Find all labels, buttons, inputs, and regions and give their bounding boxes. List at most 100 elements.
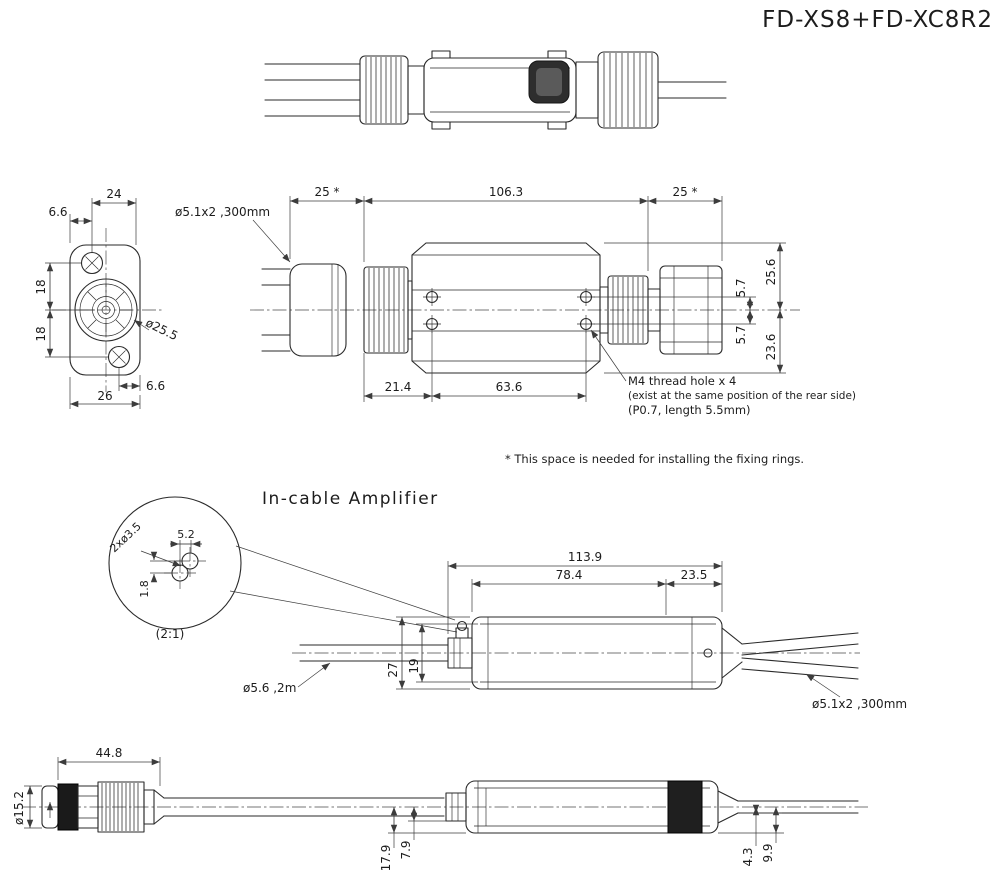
detail-holes-leader <box>140 550 182 567</box>
top-display-window-inner <box>536 68 562 96</box>
detail-view: 5.2 2xø3.5 1.8 (2:1) <box>107 496 458 641</box>
amp-dim-ext <box>447 561 723 634</box>
top-right-nut-knurl <box>603 53 653 127</box>
side-boot-lines <box>331 264 339 356</box>
plug-taper <box>153 789 165 825</box>
plug-collar-lines <box>78 795 98 819</box>
dim-front-upper-height: 18 <box>34 279 48 294</box>
plug-dim-ext <box>24 785 42 829</box>
top-left-collar <box>407 65 425 115</box>
top-view <box>264 50 727 130</box>
dim-detail-height: 1.8 <box>138 580 151 598</box>
dim-side-hole-pitch: 63.6 <box>496 380 523 394</box>
dim-side-left-space: 25 * <box>314 185 339 199</box>
dim-amp2-right-inner: 4.3 <box>741 847 755 866</box>
amp-nub-hole <box>456 620 468 632</box>
dim-front-lower-height: 18 <box>34 326 48 341</box>
side-m4-hole-crosshairs <box>423 288 595 333</box>
front-screw-bottom <box>107 345 131 369</box>
side-right-shell-lines <box>660 266 722 354</box>
side-body-lines <box>412 254 600 362</box>
m4-note-leader <box>590 329 627 382</box>
front-lens-ring <box>97 301 115 319</box>
dim-front-bottom-offset: 6.6 <box>146 379 165 393</box>
front-lens-center <box>101 305 111 315</box>
side-right-nut-knurl <box>612 277 644 343</box>
top-right-ring <box>575 61 599 119</box>
plug-knurl-lines <box>101 783 139 831</box>
front-view: 24 6.6 18 18 ø25.5 6.6 26 <box>34 187 180 409</box>
dim-amp2-right-outer: 9.9 <box>761 843 775 862</box>
top-right-nut <box>597 51 659 129</box>
dim-side-right-space: 25 * <box>672 185 697 199</box>
label-sensor-cable: ø5.1x2 ,300mm <box>175 205 270 219</box>
dim-side-lower-half: 23.6 <box>764 334 778 361</box>
dim-side-hole-down: 5.7 <box>734 325 748 344</box>
amp2-body <box>465 780 719 834</box>
dim-side-hole-up: 5.7 <box>734 278 748 297</box>
dim-side-body-length: 106.3 <box>489 185 523 199</box>
dim-amp2-lower-full: 17.9 <box>379 845 393 872</box>
amp-end-taper <box>721 627 743 679</box>
side-dim-ext <box>594 242 786 374</box>
dim-front-top-width: 24 <box>106 187 121 201</box>
amp-fitting-lines <box>453 638 461 668</box>
label-amp-input-cable: ø5.6 ,2m <box>243 681 296 695</box>
plug-cable <box>163 797 445 817</box>
plug-black-band <box>57 783 79 831</box>
dim-front-lens-dia: ø25.5 <box>143 316 180 344</box>
detail-scale-label: (2:1) <box>156 627 185 641</box>
front-dim-ext <box>45 262 108 358</box>
front-screw-top <box>80 251 104 275</box>
amp2-fitting-lines <box>451 793 459 821</box>
front-lens-leader <box>133 319 150 331</box>
top-body-tab <box>547 50 567 59</box>
note-m4-line3: (P0.7, length 5.5mm) <box>628 403 751 417</box>
dim-front-bottom-width: 26 <box>97 389 112 403</box>
label-amp-output-cable: ø5.1x2 ,300mm <box>812 697 907 711</box>
side-view: 25 * 106.3 25 * 21.4 63.6 5.7 5.7 25.6 2… <box>175 185 856 417</box>
amp2-body-lines <box>474 781 710 833</box>
top-left-cables <box>264 63 361 117</box>
amp-output-leader <box>805 673 841 698</box>
dim-amp-total-length: 113.9 <box>568 550 602 564</box>
amp-end-hole <box>703 648 713 658</box>
front-screw-top-slot <box>85 256 99 270</box>
amp-input-leader <box>297 662 331 688</box>
detail-crosshairs <box>164 547 206 589</box>
dim-plug-dia: ø15.2 <box>12 791 26 825</box>
drawing-title: FD-XS8+FD-XC8R2 <box>762 7 993 33</box>
side-left-nut-knurl <box>368 268 405 352</box>
side-left-cables <box>261 268 291 352</box>
amp-nub <box>455 627 469 639</box>
dim-side-upper-half: 25.6 <box>764 259 778 286</box>
amp-dim-ext <box>396 616 478 690</box>
amp2-dim-ext <box>718 812 784 834</box>
amplifier-bottom-view: 17.9 7.9 4.3 9.9 <box>379 780 859 872</box>
dim-plug-length: 44.8 <box>96 746 123 760</box>
detail-dim-ext <box>150 560 183 574</box>
front-dim-ext <box>69 368 141 409</box>
amp-body <box>471 616 723 690</box>
note-m4-line2: (exist at the same position of the rear … <box>628 390 856 402</box>
dim-detail-width: 5.2 <box>177 528 195 541</box>
amp2-dim-ext <box>388 820 466 834</box>
top-body-tab <box>547 121 567 130</box>
dim-detail-holes: 2xø3.5 <box>107 520 143 555</box>
side-right-shell <box>659 265 723 355</box>
side-boot <box>289 263 347 357</box>
plug-ring <box>143 789 155 825</box>
connector-view: 44.8 ø15.2 <box>12 746 868 833</box>
dim-front-top-offset: 6.6 <box>48 205 67 219</box>
top-body-tab <box>431 50 451 59</box>
amp2-black-band <box>667 780 703 834</box>
top-left-nut-knurl <box>365 57 402 123</box>
section-heading-amplifier: In-cable Amplifier <box>262 489 439 509</box>
dim-amp-body-length: 78.4 <box>556 568 583 582</box>
amplifier-view: 113.9 78.4 23.5 27 19 ø5.6 ,2m ø5.1x2 ,3… <box>243 550 907 711</box>
detail-balloon <box>108 496 242 630</box>
dim-amp-end-length: 23.5 <box>681 568 708 582</box>
front-screw-bottom-slot <box>112 350 126 364</box>
detail-leader-lines <box>229 545 458 633</box>
top-body-tab <box>431 121 451 130</box>
